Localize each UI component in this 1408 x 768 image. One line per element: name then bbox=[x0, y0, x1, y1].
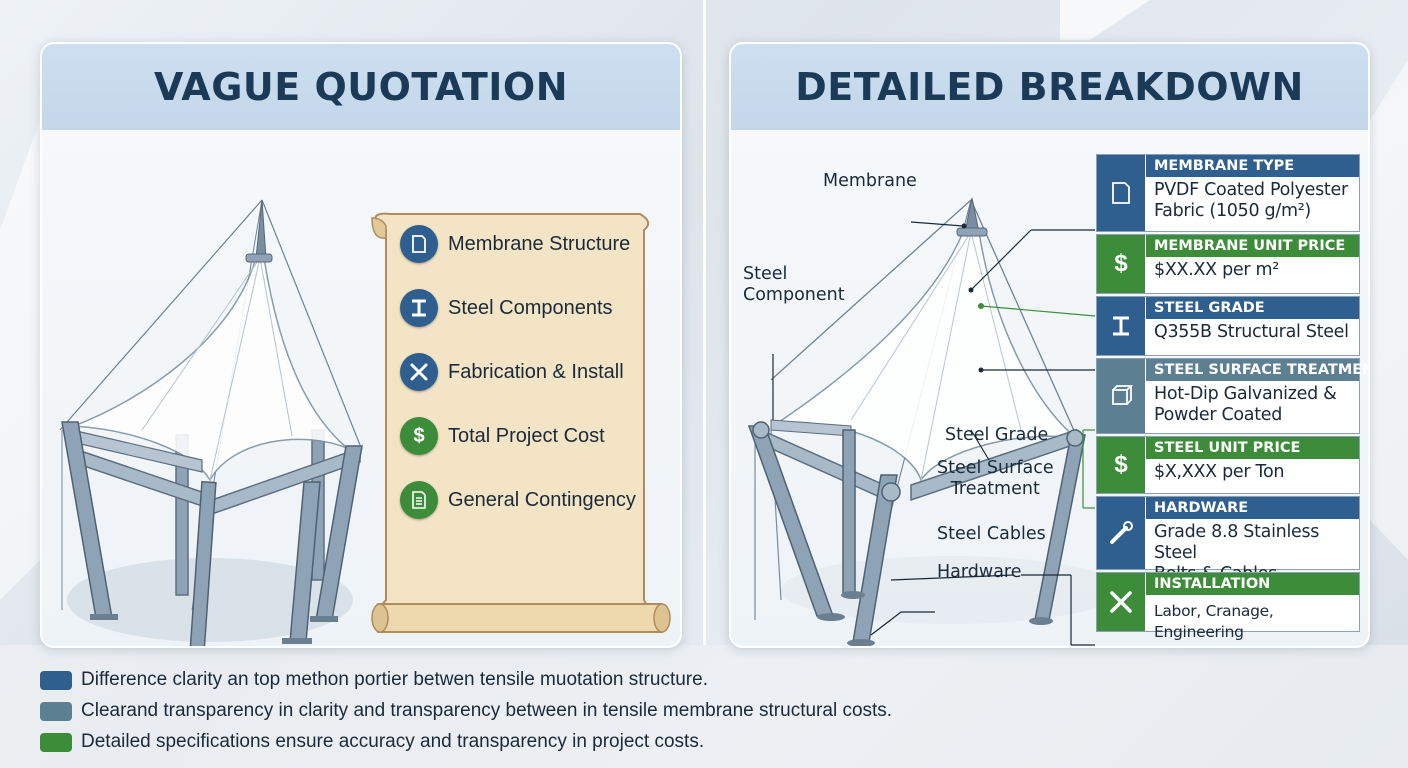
spec-value: Grade 8.8 Stainless Steel Bolts & Cables bbox=[1146, 519, 1359, 584]
callout-steel-grade: Steel Grade bbox=[945, 425, 1049, 445]
spec-card-membrane-unit-price: $ MEMBRANE UNIT PRICE $XX.XX per m² bbox=[1096, 234, 1360, 294]
spec-card-membrane-type: MEMBRANE TYPE PVDF Coated Polyester Fabr… bbox=[1096, 154, 1360, 232]
spec-card-steel-grade: STEEL GRADE Q355B Structural Steel bbox=[1096, 296, 1360, 356]
dollar-icon: $ bbox=[1097, 437, 1145, 493]
callout-membrane: Membrane bbox=[823, 171, 917, 191]
detailed-breakdown-title: DETAILED BREAKDOWN bbox=[795, 65, 1304, 109]
legend-swatch-slate bbox=[40, 701, 72, 721]
vague-quotation-header: VAGUE QUOTATION bbox=[42, 44, 680, 130]
legend-item: Clearand transparency in clarity and tra… bbox=[40, 699, 892, 723]
legend-swatch-green bbox=[40, 732, 72, 752]
spec-heading: STEEL UNIT PRICE bbox=[1146, 437, 1359, 459]
vague-quotation-title: VAGUE QUOTATION bbox=[153, 65, 569, 109]
spec-heading: STEEL GRADE bbox=[1146, 297, 1359, 319]
bolt-icon bbox=[1097, 497, 1145, 569]
price-dollar-icon: $ bbox=[1097, 235, 1145, 293]
detailed-breakdown-header: DETAILED BREAKDOWN bbox=[731, 44, 1368, 130]
callout-hardware: Hardware bbox=[937, 562, 1022, 582]
legend-item: Difference clarity an top methon portier… bbox=[40, 668, 708, 692]
detailed-breakdown-panel: DETAILED BREAKDOWN bbox=[729, 42, 1370, 648]
list-item-total-project-cost: $ Total Project Cost bbox=[400, 414, 605, 458]
list-item-label: Total Project Cost bbox=[448, 424, 605, 447]
dollar-icon: $ bbox=[400, 417, 438, 455]
spec-card-steel-surface-treatment: STEEL SURFACE TREATMENT Hot-Dip Galvaniz… bbox=[1096, 358, 1368, 434]
panel-divider bbox=[703, 0, 706, 645]
legend-swatch-blue bbox=[40, 670, 72, 690]
tensile-structure-illustration-left bbox=[59, 199, 671, 646]
spec-card-steel-unit-price: $ STEEL UNIT PRICE $X,XXX per Ton bbox=[1096, 436, 1360, 494]
legend-text: Detailed specifications ensure accuracy … bbox=[81, 731, 705, 752]
spec-heading: INSTALLATION bbox=[1146, 573, 1359, 595]
spec-heading: MEMBRANE UNIT PRICE bbox=[1146, 235, 1359, 257]
spec-value: Labor, Cranage, Engineering bbox=[1146, 595, 1359, 641]
i-beam-icon bbox=[1097, 297, 1145, 355]
list-item-fabrication-install: Fabrication & Install bbox=[400, 350, 624, 394]
list-item-label: Fabrication & Install bbox=[448, 360, 624, 383]
document-icon bbox=[400, 481, 438, 519]
spec-card-installation: INSTALLATION Labor, Cranage, Engineering bbox=[1096, 572, 1360, 641]
spec-value: $XX.XX per m² bbox=[1146, 257, 1359, 293]
spec-heading: STEEL SURFACE TREATMENT bbox=[1146, 359, 1368, 381]
list-item-steel-components: Steel Components bbox=[400, 286, 613, 330]
tools-icon bbox=[1097, 573, 1145, 631]
callout-steel-cables: Steel Cables bbox=[937, 524, 1046, 544]
spec-heading: HARDWARE bbox=[1146, 497, 1359, 519]
vague-quotation-panel: VAGUE QUOTATION bbox=[40, 42, 682, 648]
list-item-label: Steel Components bbox=[448, 296, 613, 319]
list-item-label: General Contingency bbox=[448, 488, 636, 511]
list-item-general-contingency: General Contingency bbox=[400, 478, 636, 522]
callout-steel-surface-treatment: Steel Surface Treatment bbox=[937, 458, 1054, 499]
wrench-tools-icon bbox=[400, 353, 438, 391]
membrane-document-icon bbox=[400, 225, 438, 263]
spec-value: PVDF Coated Polyester Fabric (1050 g/m²) bbox=[1146, 177, 1359, 231]
spec-value: Q355B Structural Steel bbox=[1146, 319, 1359, 355]
spec-heading: MEMBRANE TYPE bbox=[1146, 155, 1359, 177]
list-item-label: Membrane Structure bbox=[448, 232, 631, 255]
tensile-structure-illustration-right bbox=[747, 197, 1121, 646]
legend-item: Detailed specifications ensure accuracy … bbox=[40, 730, 704, 754]
callout-steel-component: Steel Component bbox=[743, 264, 845, 305]
fabric-sheet-icon bbox=[1097, 155, 1145, 231]
spec-card-hardware: HARDWARE Grade 8.8 Stainless Steel Bolts… bbox=[1096, 496, 1360, 584]
legend-text: Difference clarity an top methon portier… bbox=[81, 669, 708, 690]
coated-stack-icon bbox=[1097, 359, 1145, 433]
spec-value: $X,XXX per Ton bbox=[1146, 459, 1359, 493]
legend-text: Clearand transparency in clarity and tra… bbox=[81, 700, 893, 721]
list-item-membrane-structure: Membrane Structure bbox=[400, 222, 630, 266]
spec-value: Hot-Dip Galvanized & Powder Coated bbox=[1146, 381, 1359, 433]
steel-beam-icon bbox=[400, 289, 438, 327]
